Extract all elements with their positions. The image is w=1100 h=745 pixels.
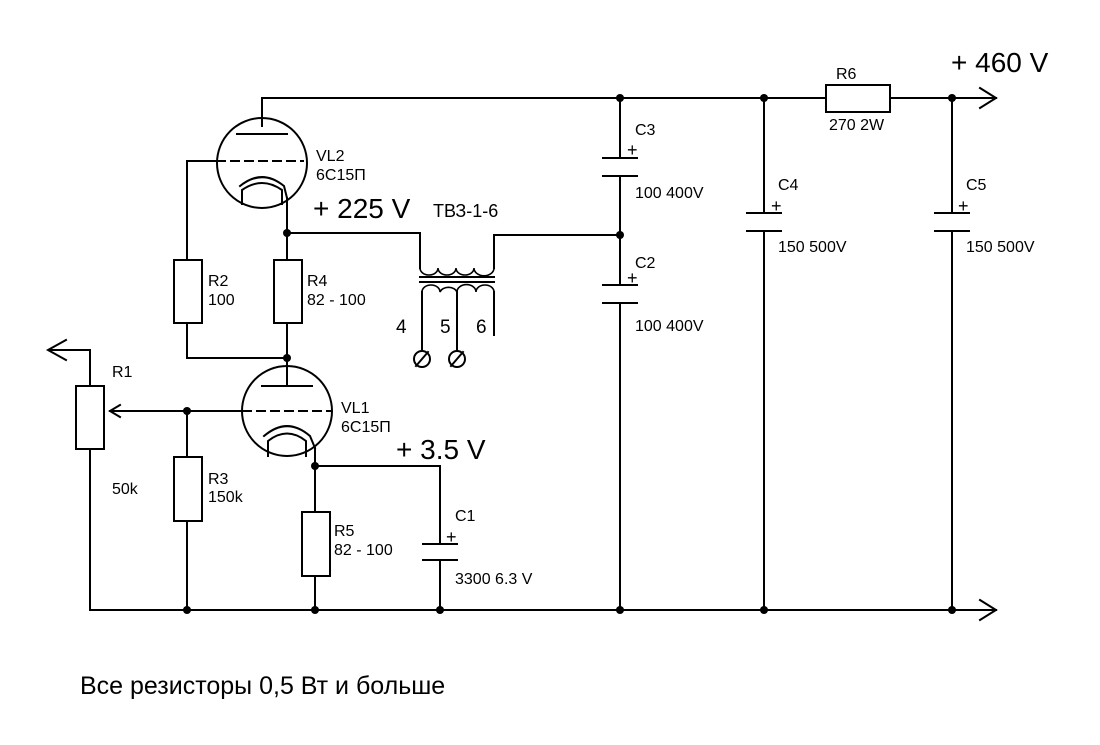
capacitor-c5 (934, 212, 970, 232)
junction-dot (760, 94, 768, 102)
vl2-type: 6С15П (316, 167, 366, 184)
tube-vl2-envelope (216, 117, 308, 209)
wires (49, 97, 997, 611)
wire-vl2-grid (186, 160, 218, 261)
tube-vl1-cathode (262, 425, 317, 450)
wire-225-to-trafo (286, 232, 421, 269)
c1-plus: + (446, 527, 457, 547)
c5-ref: C5 (966, 177, 987, 194)
junction-dot (311, 462, 319, 470)
resistor-r6 (825, 84, 891, 113)
c1-value: 3300 6.3 V (455, 571, 533, 588)
arrow-ground (978, 598, 998, 622)
c4-ref: C4 (778, 177, 799, 194)
r1-value: 50k (112, 481, 139, 498)
tube-vl2 (216, 117, 308, 209)
c4-plus: + (771, 196, 782, 216)
r3-value: 150k (208, 489, 244, 506)
r3-ref: R3 (208, 471, 229, 488)
terminal-pin4 (413, 350, 431, 368)
r1-ref: R1 (112, 364, 133, 381)
resistor-r1 (75, 385, 105, 450)
junction-dot (311, 606, 319, 614)
junction-dot (183, 407, 191, 415)
r4-ref: R4 (307, 273, 328, 290)
c3-ref: C3 (635, 122, 656, 139)
r2-ref: R2 (208, 273, 229, 290)
r6-ref: R6 (836, 66, 857, 83)
c4-value: 150 500V (778, 239, 847, 256)
arrow-output-460 (978, 86, 998, 110)
vl2-ref: VL2 (316, 148, 345, 165)
transformer-primary-winding (419, 267, 495, 277)
capacitor-c1 (422, 543, 458, 561)
resistor-r4 (273, 259, 303, 324)
footnote: Все резисторы 0,5 Вт и больше (80, 672, 445, 700)
wire-r1-top (49, 349, 91, 387)
arrow-input (45, 338, 68, 362)
junction-dot (760, 606, 768, 614)
vl1-type: 6С15П (341, 419, 391, 436)
capacitor-c3 (602, 157, 638, 177)
wire-cathode-to-c1 (314, 465, 441, 545)
c2-plus: + (627, 268, 638, 288)
c3-plus: + (627, 140, 638, 160)
junction-dots (183, 94, 956, 614)
terminal-pin5 (448, 350, 466, 368)
pin-5-label: 5 (440, 317, 451, 338)
junction-dot (283, 229, 291, 237)
voltage-225: + 225 V (313, 193, 411, 224)
wire-trafo-to-c2 (493, 234, 621, 269)
junction-dot (283, 354, 291, 362)
junction-dot (948, 94, 956, 102)
tube-vl2-heater (241, 182, 283, 205)
c2-value: 100 400V (635, 318, 704, 335)
resistor-r2 (173, 259, 203, 324)
r5-ref: R5 (334, 523, 355, 540)
r6-value: 270 2W (829, 117, 885, 134)
pin-4-label: 4 (396, 317, 407, 338)
voltage-460: + 460 V (951, 47, 1049, 78)
capacitor-c4 (746, 212, 782, 232)
tube-vl1 (241, 365, 333, 457)
junction-dot (616, 94, 624, 102)
r2-value: 100 (208, 292, 235, 309)
wire-r2-down (186, 322, 288, 359)
c3-value: 100 400V (635, 185, 704, 202)
transformer-secondary-winding (421, 283, 495, 293)
resistor-r3 (173, 456, 203, 522)
r4-value: 82 - 100 (307, 292, 366, 309)
c1-ref: C1 (455, 508, 476, 525)
c2-ref: C2 (635, 255, 656, 272)
c5-value: 150 500V (966, 239, 1035, 256)
pin-6-label: 6 (476, 317, 487, 338)
tube-vl2-cathode (238, 176, 289, 200)
junction-dot (948, 606, 956, 614)
junction-dot (616, 231, 624, 239)
junction-dot (616, 606, 624, 614)
vl1-ref: VL1 (341, 400, 370, 417)
junction-dot (436, 606, 444, 614)
junction-dot (183, 606, 191, 614)
capacitor-c2 (602, 284, 638, 304)
wire-top-rail (261, 97, 827, 127)
transformer-tvz (419, 267, 495, 293)
c5-plus: + (958, 196, 969, 216)
transformer-ref: ТВЗ-1-6 (433, 201, 498, 221)
tube-vl1-heater (267, 432, 307, 457)
r1-wiper-arrow (108, 403, 122, 419)
r5-value: 82 - 100 (334, 542, 393, 559)
resistor-r5 (301, 511, 331, 577)
voltage-3-5: + 3.5 V (396, 434, 486, 465)
